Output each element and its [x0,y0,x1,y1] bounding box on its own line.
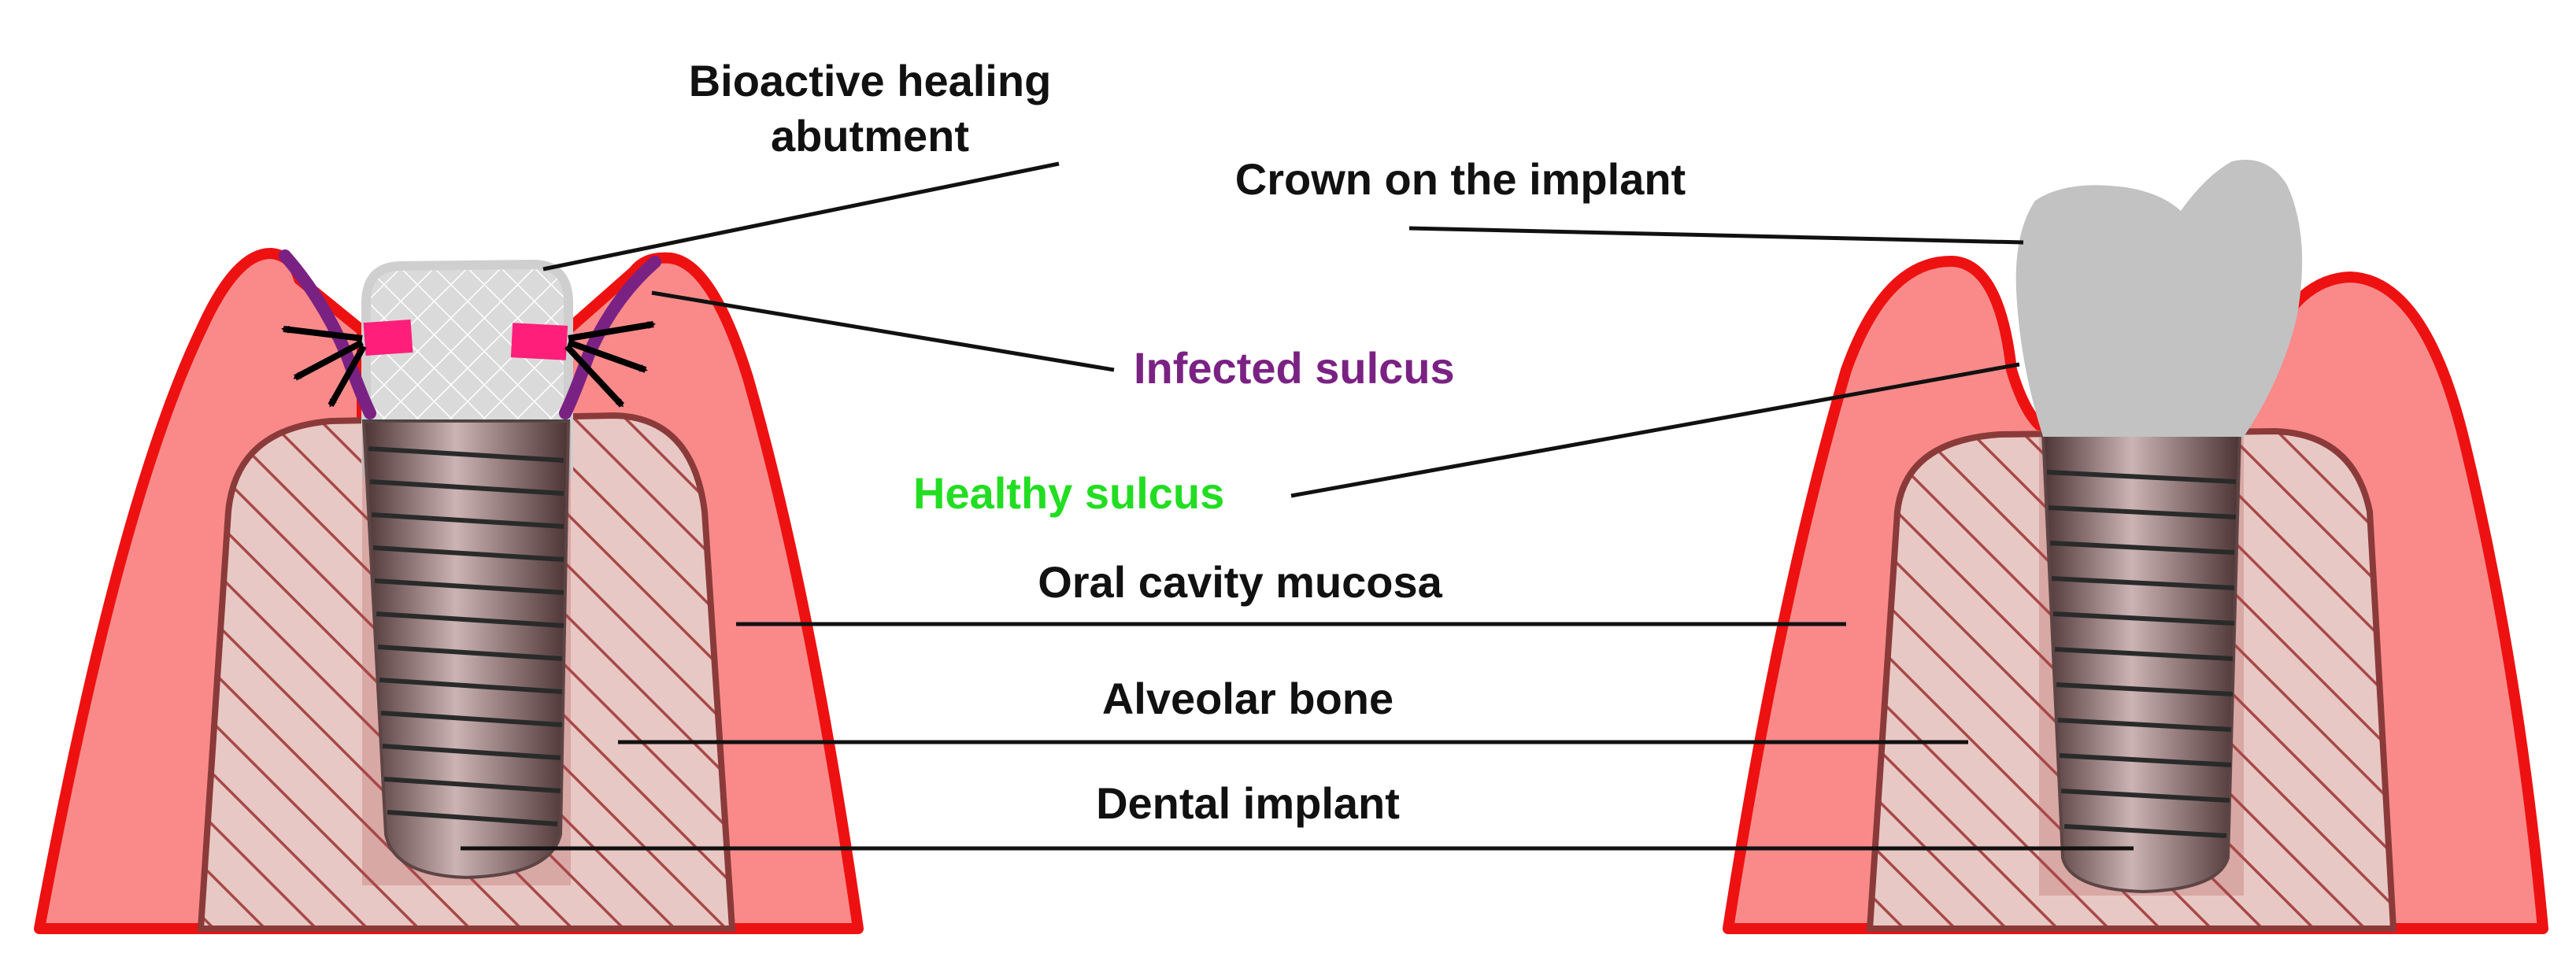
label-abutment-line2: abutment [771,111,969,161]
implant-crown [2015,160,2303,437]
right-implant-site [1723,160,2548,934]
label-bone: Alveolar bone [1102,674,1393,723]
leader-lines [461,161,2134,851]
infected-sulcus-right-margin [559,256,661,419]
leader-healthy-sulcus [1290,362,2020,498]
label-healthy-sulcus: Healthy sulcus [913,468,1224,518]
bioactive-release-marker-right [510,323,568,360]
label-mucosa: Oral cavity mucosa [1038,557,1442,607]
leader-abutment [542,161,1060,272]
leader-infected-sulcus [651,290,1115,372]
right-dental-implant [2039,431,2244,896]
infected-sulcus-left-margin [279,249,376,419]
left-implant-site [34,248,864,934]
bioactive-release-arrows [281,321,656,408]
label-infected-sulcus: Infected sulcus [1134,343,1455,393]
labels: Bioactive healing abutment Crown on the … [689,56,1686,828]
bioactive-release-marker-left [363,319,413,357]
label-implant: Dental implant [1096,778,1400,828]
leader-crown [1408,226,2024,245]
label-abutment-line1: Bioactive healing [689,56,1052,105]
label-crown: Crown on the implant [1235,154,1686,204]
left-dental-implant [361,419,571,885]
